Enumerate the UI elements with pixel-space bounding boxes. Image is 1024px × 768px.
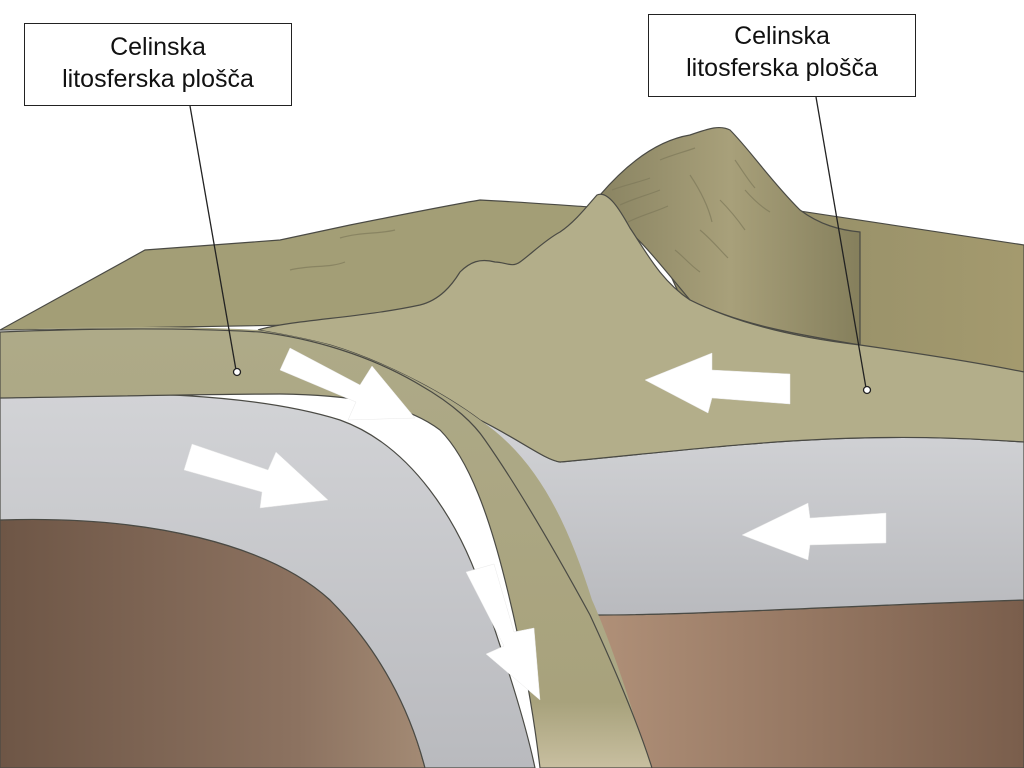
mantle-right (594, 599, 1024, 768)
leader-dot-right (862, 385, 872, 395)
front-mountain (257, 193, 1024, 463)
arrow-right-plate (644, 352, 791, 414)
arrow-left-asthenosphere (183, 443, 329, 509)
motion-arrows (183, 347, 887, 701)
lithosphere-left (0, 327, 650, 768)
label-right-continental-plate: Celinska litosferska plošča (648, 14, 916, 97)
leader-line-left (189, 105, 237, 371)
asthenosphere-left (0, 393, 536, 768)
arrow-subducting-slab (465, 563, 541, 701)
label-left-line2: litosferska plošča (62, 65, 254, 93)
leader-dot-left (232, 367, 242, 377)
arrow-left-plate-surface (279, 347, 416, 421)
leader-line-right (815, 96, 867, 389)
arrow-right-asthenosphere (741, 502, 887, 561)
label-right-line1: Celinska (734, 22, 830, 50)
label-left-line1: Celinska (110, 33, 206, 61)
leader-lines (189, 96, 867, 389)
lithosphere-left-top (0, 328, 653, 768)
terrain-hatching (289, 147, 771, 273)
mantle (0, 518, 1024, 768)
label-left-continental-plate: Celinska litosferska plošča (24, 23, 292, 106)
label-right-line2: litosferska plošča (686, 54, 878, 82)
